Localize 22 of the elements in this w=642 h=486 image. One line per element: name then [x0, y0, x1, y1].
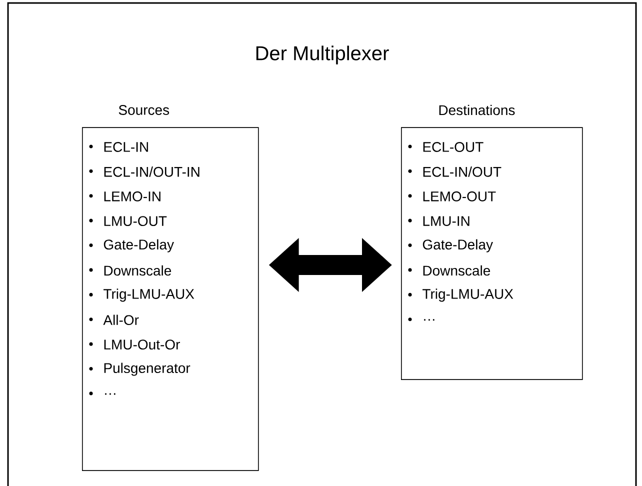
list-item: All-Or — [103, 314, 139, 326]
list-item: Downscale — [423, 265, 490, 276]
title: Der Multiplexer — [256, 46, 389, 64]
list-item: LMU-IN — [423, 216, 470, 226]
list-item: … — [424, 319, 434, 321]
list-item: ECL-OUT — [423, 142, 484, 152]
list-item: LEMO-IN — [104, 191, 160, 202]
list-item: LMU-OUT — [104, 216, 167, 226]
list-item: Gate-Delay — [104, 239, 174, 252]
list-item: Trig-LMU-AUX — [422, 288, 514, 302]
list-item: ECL-IN — [104, 142, 148, 152]
list-item: LEMO-OUT — [423, 191, 496, 202]
list-item: Downscale — [104, 265, 172, 276]
list-item: ECL-IN/OUT-IN — [104, 166, 200, 177]
list-item: Pulsgenerator — [104, 362, 190, 376]
list-item: … — [105, 393, 116, 395]
list-item: ECL-IN/OUT — [423, 166, 502, 177]
list-heading: Destinations — [439, 104, 515, 116]
list-heading: Sources — [118, 105, 170, 115]
list-item: LMU-Out-Or — [104, 340, 180, 350]
list-item: Gate-Delay — [422, 239, 493, 252]
list-item: Trig-LMU-AUX — [104, 288, 194, 302]
